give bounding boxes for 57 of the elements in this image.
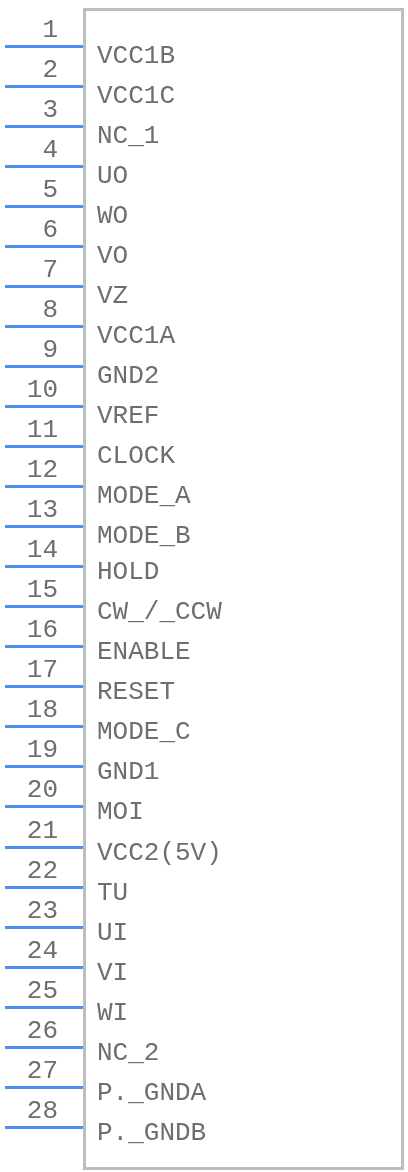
- pin-number: 27: [26, 1057, 58, 1084]
- pin-name: VREF: [97, 401, 160, 430]
- pin-number: 11: [26, 417, 58, 443]
- pin-number: 25: [26, 977, 58, 1004]
- pin-name: GND2: [97, 361, 160, 390]
- pin-name: TU: [97, 878, 129, 907]
- pin-number: 15: [26, 577, 58, 604]
- pin-name: MOI: [97, 798, 144, 827]
- pin-number: 2: [42, 56, 58, 83]
- pin-name: VCC2(5V): [97, 838, 222, 867]
- pin-name: P._GNDB: [97, 1118, 207, 1147]
- pin-number: 19: [26, 737, 58, 764]
- pin-number: 4: [42, 136, 58, 163]
- pin-number: 10: [26, 376, 58, 403]
- pin-name: VCC1A: [97, 321, 175, 350]
- pin-name: MODE_B: [97, 522, 191, 551]
- pin-number: 1: [42, 16, 58, 43]
- pin-number: 6: [42, 216, 58, 243]
- pin-name: WI: [97, 998, 129, 1027]
- pin-number: 28: [26, 1097, 58, 1124]
- pin-number: 21: [26, 817, 58, 844]
- pin-name: UO: [97, 161, 129, 190]
- pin-number: 8: [42, 296, 58, 323]
- pin-name: VI: [97, 958, 129, 987]
- pin-number: 16: [26, 617, 58, 644]
- pin-number: 22: [26, 857, 58, 884]
- pin-number: 20: [26, 777, 58, 804]
- pin-name: NC_1: [97, 121, 160, 150]
- pin-number: 7: [42, 256, 58, 283]
- pin-name: P._GNDA: [97, 1078, 207, 1107]
- pin-name: NC_2: [97, 1038, 160, 1067]
- pin-name: CW_/_CCW: [97, 598, 222, 627]
- pin-number: 3: [42, 96, 58, 123]
- pin-name: VO: [97, 241, 129, 270]
- pin-number: 26: [26, 1017, 58, 1044]
- pin-name: HOLD: [97, 558, 160, 587]
- pin-name: RESET: [97, 678, 175, 707]
- pin-number: 5: [42, 176, 58, 203]
- pin-name: VZ: [97, 281, 129, 310]
- pin-name: MODE_C: [97, 718, 191, 747]
- pin-number: 24: [26, 937, 58, 964]
- pin-number: 18: [26, 697, 58, 724]
- pin-number: 9: [42, 336, 58, 363]
- component-body: [83, 8, 404, 1170]
- pin-number: 17: [26, 657, 58, 684]
- pin-name: MODE_A: [97, 482, 191, 511]
- pin-name: WO: [97, 201, 129, 230]
- pin-name: VCC1B: [97, 41, 175, 70]
- pin-number: 13: [26, 497, 58, 524]
- pin-number: 23: [26, 897, 58, 924]
- pin-name: ENABLE: [97, 638, 191, 667]
- pin-name: VCC1C: [97, 81, 175, 110]
- pin-name: GND1: [97, 758, 160, 787]
- pin-number: 12: [26, 457, 58, 484]
- pin-name: CLOCK: [97, 442, 175, 470]
- pin-name: UI: [97, 918, 129, 947]
- pin-number: 14: [26, 537, 58, 564]
